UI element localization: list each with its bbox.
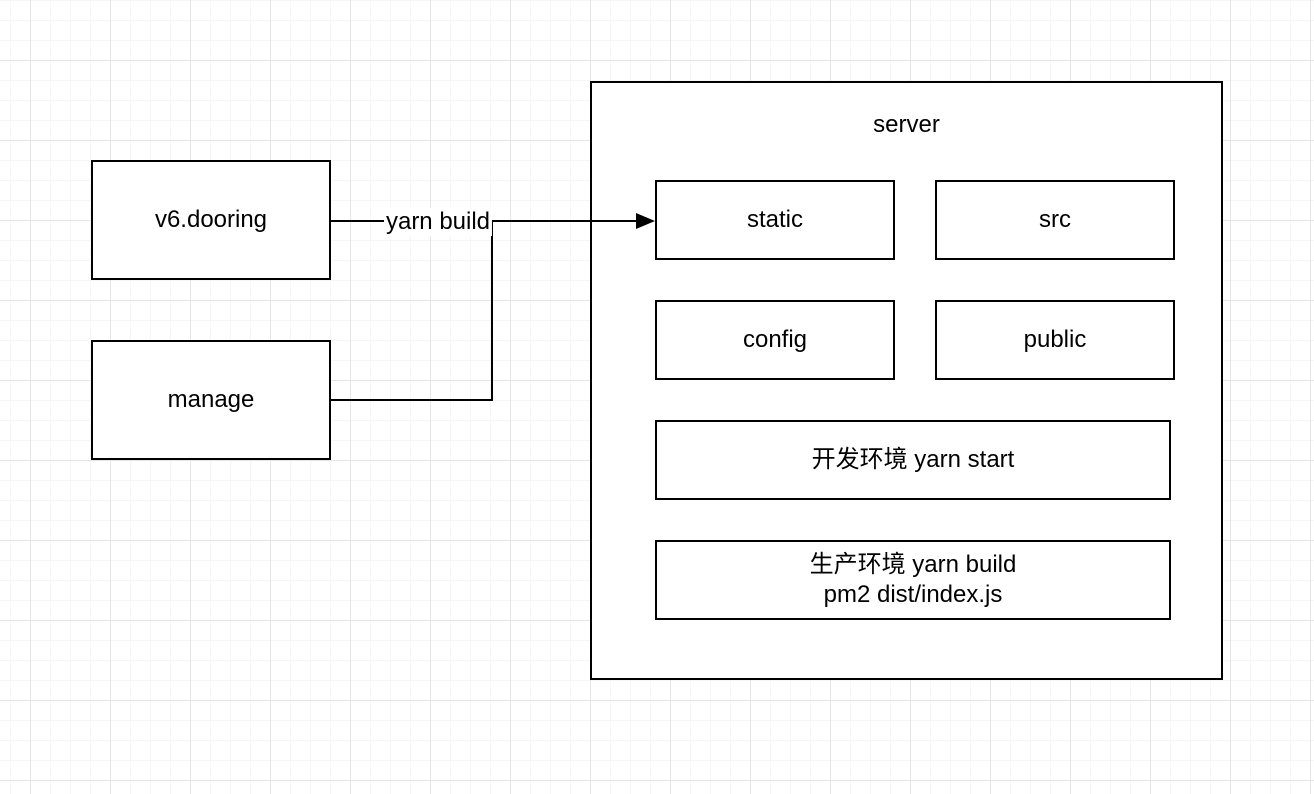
node-v6dooring[interactable]: v6.dooring [91, 160, 331, 280]
node-dev-env[interactable]: 开发环境 yarn start [655, 420, 1171, 500]
node-manage[interactable]: manage [91, 340, 331, 460]
node-src[interactable]: src [935, 180, 1175, 260]
node-public[interactable]: public [935, 300, 1175, 380]
container-server-label: server [873, 111, 940, 138]
edge-manage-to-static[interactable] [331, 221, 493, 401]
node-prod-env-line1: 生产环境 yarn build [809, 551, 1017, 578]
node-static[interactable]: static [655, 180, 895, 260]
edge-label-yarn-build[interactable]: yarn build [383, 208, 493, 236]
node-prod-env-line2: pm2 dist/index.js [823, 581, 1003, 608]
node-prod-env[interactable]: 生产环境 yarn build pm2 dist/index.js [655, 540, 1171, 620]
node-config[interactable]: config [655, 300, 895, 380]
